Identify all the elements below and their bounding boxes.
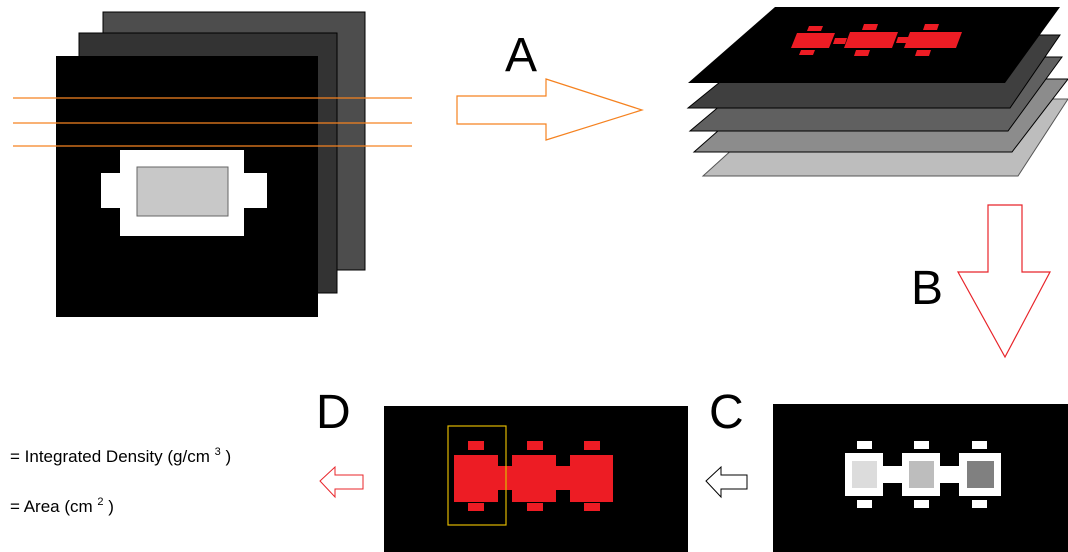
step-label-b: B bbox=[911, 262, 943, 315]
measurement-outputs: = Integrated Density (g/cm 3 ) = Area (c… bbox=[10, 440, 231, 516]
area-label: = Area (cm 2 ) bbox=[10, 490, 114, 516]
step-label-d: D bbox=[316, 386, 351, 439]
ct-slice-stack bbox=[13, 11, 412, 317]
integrated-density-unit-close: ) bbox=[225, 447, 231, 466]
density-map-panel bbox=[773, 404, 1068, 552]
density-core-3 bbox=[967, 461, 994, 488]
roi-box bbox=[447, 425, 507, 526]
arrow-d-icon bbox=[319, 465, 364, 499]
area-prefix: = Area bbox=[10, 497, 60, 516]
scan-lines bbox=[13, 97, 412, 147]
arrow-a-icon bbox=[456, 78, 644, 141]
area-unit-close: ) bbox=[108, 497, 114, 516]
density-map-blocks bbox=[845, 441, 1001, 508]
layer-segmented-region bbox=[791, 24, 962, 56]
area-exponent: 2 bbox=[97, 496, 103, 508]
step-label-c: C bbox=[709, 386, 744, 439]
integrated-density-exponent: 3 bbox=[215, 446, 221, 458]
bone-cross-section bbox=[101, 150, 267, 236]
arrow-c-icon bbox=[705, 465, 748, 499]
area-unit-open: (cm bbox=[64, 497, 92, 516]
layer-stack bbox=[686, 7, 1068, 177]
bone-core bbox=[136, 166, 229, 217]
integrated-density-prefix: = Integrated Density bbox=[10, 447, 163, 466]
step-label-a: A bbox=[505, 29, 537, 82]
segmented-panel bbox=[384, 406, 688, 552]
integrated-density-unit-open: (g/cm bbox=[167, 447, 210, 466]
arrow-b-icon bbox=[956, 204, 1051, 359]
integrated-density-label: = Integrated Density (g/cm 3 ) bbox=[10, 440, 231, 466]
density-core-2 bbox=[909, 461, 934, 488]
density-core-1 bbox=[852, 461, 877, 488]
segmented-region bbox=[454, 441, 613, 511]
